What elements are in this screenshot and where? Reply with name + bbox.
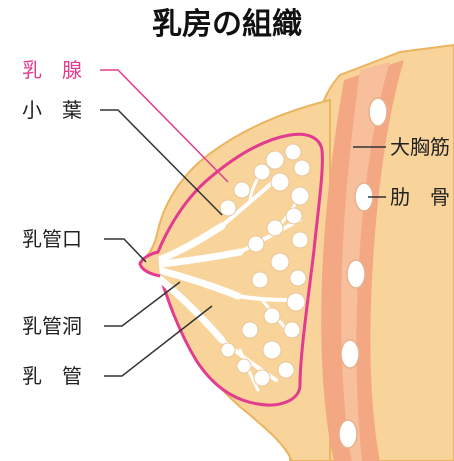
lobule (264, 308, 280, 324)
lobule (287, 293, 305, 311)
lobule (234, 182, 250, 198)
rib (347, 260, 365, 288)
lobule (263, 341, 281, 359)
lobule (271, 173, 289, 191)
rib (339, 420, 357, 448)
nipple (140, 252, 160, 276)
label-lactiferous-sinus: 乳管洞 (22, 314, 82, 338)
label-pectoralis-major: 大胸筋 (390, 135, 450, 159)
lobule (267, 220, 283, 236)
label-rib: 肋 骨 (390, 185, 450, 209)
lobule (242, 322, 258, 338)
rib (341, 340, 359, 368)
lobule (285, 144, 301, 160)
lobule (294, 160, 310, 176)
lobule (220, 200, 236, 216)
label-mammary-gland: 乳 腺 (22, 58, 82, 82)
lobule (266, 151, 284, 169)
rib (369, 98, 387, 126)
lobule (254, 370, 270, 386)
lobule (254, 164, 270, 180)
lobule (252, 272, 268, 288)
lobule (286, 208, 302, 224)
lobule (291, 187, 309, 205)
lobule (248, 236, 264, 252)
lobule (292, 232, 308, 248)
leader-line-nipple-opening (104, 239, 146, 262)
lobule (221, 343, 235, 357)
lobule (271, 253, 289, 271)
lobule (237, 359, 251, 373)
lobule (284, 322, 300, 338)
lobule (278, 362, 294, 378)
diagram-title: 乳房の組織 (152, 7, 302, 42)
lobule (290, 270, 306, 286)
label-nipple-opening: 乳管口 (22, 227, 82, 251)
label-lactiferous-duct: 乳 管 (22, 364, 82, 388)
label-lobule: 小 葉 (22, 98, 82, 122)
